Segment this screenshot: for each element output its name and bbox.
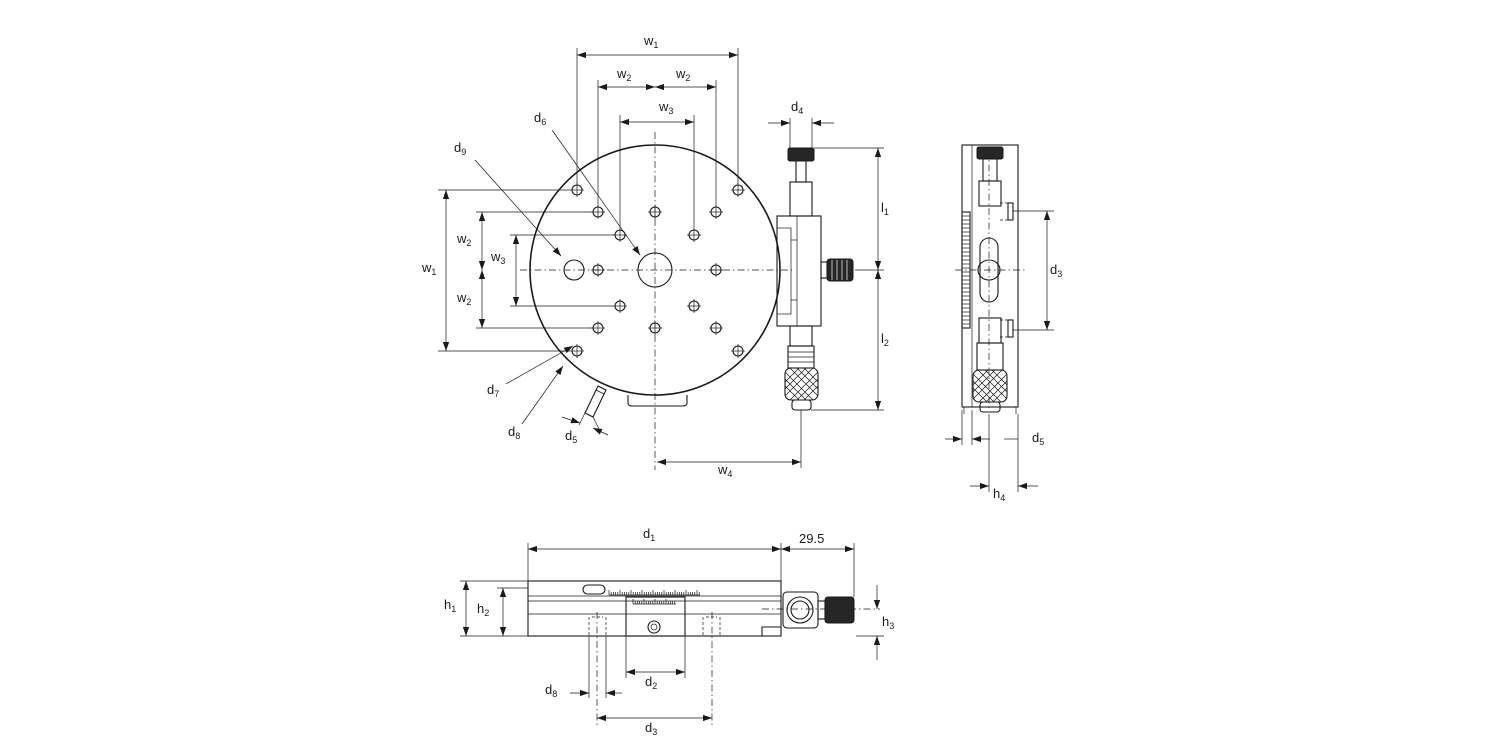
label-h2: h2	[477, 601, 489, 618]
label-d4: d4	[791, 99, 803, 116]
label-w3-left: w3	[490, 249, 505, 266]
mounting-holes	[570, 183, 745, 358]
label-w4: w4	[717, 462, 732, 479]
label-l1: l1	[881, 200, 889, 217]
scale-ticks	[608, 590, 700, 596]
dim-d5-top	[561, 412, 609, 436]
dim-h3	[856, 585, 884, 660]
mounting-hole	[648, 321, 662, 335]
label-d9: d9	[454, 140, 466, 157]
label-d3-front: d3	[645, 720, 657, 737]
label-d5-top: d5	[565, 428, 577, 445]
lock-screw	[584, 385, 607, 418]
label-d5-side: d5	[1032, 430, 1044, 447]
leader-d8	[521, 365, 564, 425]
dim-d2	[625, 636, 686, 678]
large-side-hole	[563, 259, 585, 281]
mounting-hole	[591, 263, 605, 277]
mounting-hole	[709, 205, 723, 219]
label-w2-top-right: w2	[675, 66, 690, 83]
mounting-hole	[709, 263, 723, 277]
dim-h1	[460, 580, 528, 637]
dim-29-5	[781, 543, 855, 597]
label-w2-left-lower: w2	[456, 290, 471, 307]
label-w1-top: w1	[643, 33, 658, 50]
label-h1: h1	[444, 597, 456, 614]
mounting-hole	[613, 228, 627, 242]
dim-w2-left	[476, 211, 592, 329]
label-29-5: 29.5	[799, 531, 824, 546]
label-h3: h3	[882, 614, 894, 631]
label-d7: d7	[487, 382, 499, 399]
dim-l1-l2	[811, 147, 884, 411]
dim-w3-left	[510, 234, 614, 307]
dim-w1-left	[438, 189, 570, 352]
top-view	[438, 48, 884, 470]
mounting-hole	[731, 183, 745, 197]
mounting-hole	[591, 321, 605, 335]
dimension-labels: w1 w2 w2 w3 d4 d6 d9 l1 l2 w2 w3 w1 w2 d…	[421, 33, 1062, 737]
front-view	[460, 543, 884, 725]
mounting-hole	[731, 344, 745, 358]
dim-w1-top	[576, 48, 739, 184]
label-d3-side: d3	[1050, 262, 1062, 279]
mounting-hole	[648, 205, 662, 219]
mounting-hole	[687, 299, 701, 313]
mounting-hole	[687, 228, 701, 242]
mounting-hole	[613, 299, 627, 313]
label-d8-top: d8	[508, 424, 520, 441]
mounting-hole	[709, 321, 723, 335]
dim-d8-front	[570, 636, 622, 698]
bottom-tab	[627, 395, 688, 407]
mounting-hole	[570, 183, 584, 197]
label-w2-left-upper: w2	[456, 231, 471, 248]
dim-d5-side	[945, 410, 1018, 445]
mounting-hole	[570, 344, 584, 358]
dim-h2	[497, 587, 528, 636]
label-w3-top: w3	[658, 99, 673, 116]
micrometer-block	[776, 147, 854, 411]
dim-d1	[527, 543, 782, 581]
label-d1: d1	[643, 526, 655, 543]
side-view	[945, 144, 1054, 492]
dim-h4	[970, 414, 1038, 492]
label-d8-front: d8	[545, 682, 557, 699]
leader-d9	[474, 159, 562, 257]
mounting-hole	[591, 205, 605, 219]
label-w1-left: w1	[421, 260, 436, 277]
dim-d4	[768, 118, 834, 148]
label-l2: l2	[881, 331, 889, 348]
label-d2: d2	[645, 674, 657, 691]
dim-w4	[657, 410, 802, 468]
label-d6: d6	[534, 110, 546, 127]
dim-w3-top	[619, 115, 695, 228]
front-body	[527, 580, 782, 637]
leader-d6	[551, 129, 641, 256]
label-h4: h4	[993, 486, 1005, 503]
label-w2-top-left: w2	[616, 66, 631, 83]
dim-w2-top	[597, 80, 717, 206]
leader-d7	[505, 345, 574, 385]
dim-d3-side	[1013, 210, 1054, 331]
center-hole	[637, 252, 673, 288]
